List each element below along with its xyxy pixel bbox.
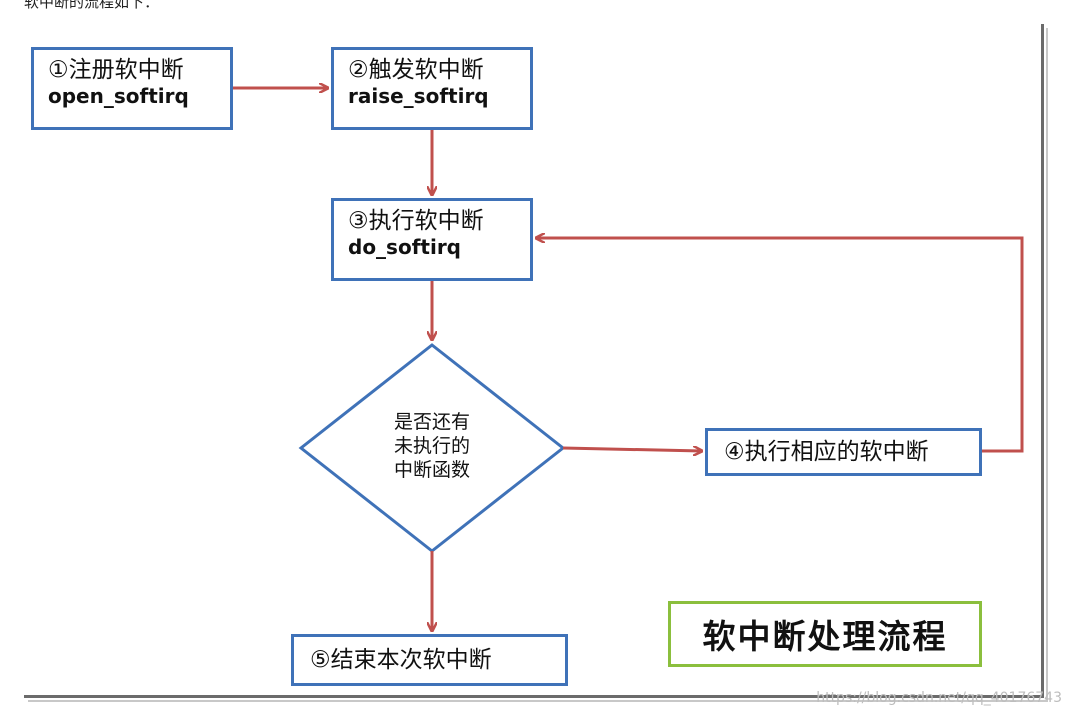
node-handle-label: ④执行相应的软中断 [724, 439, 929, 465]
node-execute-func: do_softirq [348, 235, 461, 259]
node-raise-func: raise_softirq [348, 84, 489, 108]
diagram-title: 软中断处理流程 [668, 601, 982, 667]
node-register-label: ①注册软中断 [48, 57, 184, 83]
node-handle-softirq: ④执行相应的软中断 [705, 428, 982, 476]
node-raise-label: ②触发软中断 [348, 57, 484, 83]
node-execute-label: ③执行软中断 [348, 208, 484, 234]
decision-label: 是否还有 未执行的 中断函数 [352, 410, 512, 482]
arrow-handle-loop-back [536, 238, 1024, 453]
decision-line-2: 未执行的 [393, 435, 470, 457]
diagram-frame [24, 24, 1044, 698]
intro-text: 软中断的流程如下： [24, 0, 160, 11]
node-register-softirq: ①注册软中断 open_softirq [31, 47, 233, 130]
node-raise-softirq: ②触发软中断 raise_softirq [331, 47, 533, 130]
decision-line-1: 是否还有 [393, 411, 470, 433]
node-execute-softirq: ③执行软中断 do_softirq [331, 198, 533, 281]
arrow-decision-to-handle [562, 448, 702, 451]
node-finish-label: ⑤结束本次软中断 [310, 647, 492, 673]
node-register-func: open_softirq [48, 84, 189, 108]
frame-shadow [28, 28, 1048, 702]
node-finish-softirq: ⑤结束本次软中断 [291, 634, 568, 686]
decision-line-3: 中断函数 [393, 459, 470, 481]
watermark: https://blog.csdn.net/qq_40176743 [816, 690, 1062, 706]
